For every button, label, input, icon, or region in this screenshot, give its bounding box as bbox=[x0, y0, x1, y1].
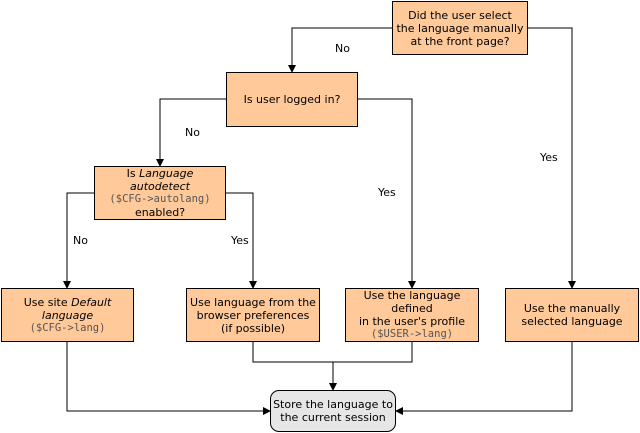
profile-code: ($USER->lang) bbox=[370, 328, 454, 340]
logged-in-text: Is user logged in? bbox=[243, 93, 341, 106]
manual-selection-line-1: Did the user select bbox=[408, 8, 512, 22]
site-default-action: Use site Default language ($CFG->lang) bbox=[1, 288, 134, 342]
autodetect-decision: Is Language autodetect ($CFG->autolang) … bbox=[94, 166, 226, 220]
store-line-2: the current session bbox=[280, 411, 386, 424]
manual-selection-line-3: at the front page? bbox=[410, 34, 510, 48]
browser-preference-action: Use language from the browser preference… bbox=[186, 288, 320, 342]
autodetect-prefix: Is bbox=[126, 167, 140, 180]
label-manual-no: No bbox=[335, 42, 350, 55]
edge-profile-to-store bbox=[333, 342, 413, 363]
profile-line-1: Use the language defined bbox=[363, 289, 461, 315]
manual-use-line-1: Use the manually bbox=[523, 302, 621, 315]
edge-auto-yes bbox=[226, 192, 257, 289]
site-default-line-1: Use site Default language bbox=[2, 296, 133, 322]
browser-pref-line-3: (if possible) bbox=[220, 321, 286, 335]
manual-selection-line-2: the language manually bbox=[396, 21, 524, 35]
store-in-session-terminal: Store the language to the current sessio… bbox=[270, 390, 396, 432]
edge-site-to-store bbox=[66, 342, 271, 415]
edge-auto-no bbox=[63, 192, 94, 289]
label-auto-yes: Yes bbox=[231, 234, 249, 247]
label-manual-yes: Yes bbox=[540, 151, 558, 164]
store-line-1: Store the language to bbox=[273, 398, 393, 411]
edge-browser-to-store bbox=[252, 342, 337, 391]
label-auto-no: No bbox=[73, 234, 88, 247]
profile-language-action: Use the language defined in the user's p… bbox=[345, 288, 479, 342]
browser-pref-line-1: Use language from the bbox=[190, 295, 316, 309]
site-default-setting-name: Default language bbox=[41, 295, 112, 322]
label-logged-no: No bbox=[185, 126, 200, 139]
autodetect-suffix: enabled? bbox=[134, 206, 186, 219]
edge-manual-to-store bbox=[395, 342, 573, 415]
site-default-prefix: Use site bbox=[23, 295, 72, 309]
manual-use-line-2: selected language bbox=[521, 315, 623, 328]
manual-language-action: Use the manually selected language bbox=[505, 288, 639, 342]
autodetect-line-1: Is Language autodetect bbox=[95, 167, 225, 193]
autodetect-setting-name: Language autodetect bbox=[130, 167, 194, 193]
profile-line-2: in the user's profile bbox=[358, 315, 466, 328]
browser-pref-line-2: browser preferences bbox=[196, 308, 310, 322]
edge-logged-yes bbox=[358, 98, 416, 289]
label-logged-yes: Yes bbox=[378, 186, 396, 199]
edge-logged-no bbox=[156, 98, 226, 167]
logged-in-decision: Is user logged in? bbox=[226, 72, 358, 127]
autodetect-code: ($CFG->autolang) bbox=[109, 193, 211, 205]
site-default-code: ($CFG->lang) bbox=[29, 321, 106, 334]
edge-manual-yes bbox=[528, 27, 576, 289]
manual-selection-decision: Did the user select the language manuall… bbox=[392, 1, 528, 55]
edge-manual-no bbox=[288, 27, 392, 73]
